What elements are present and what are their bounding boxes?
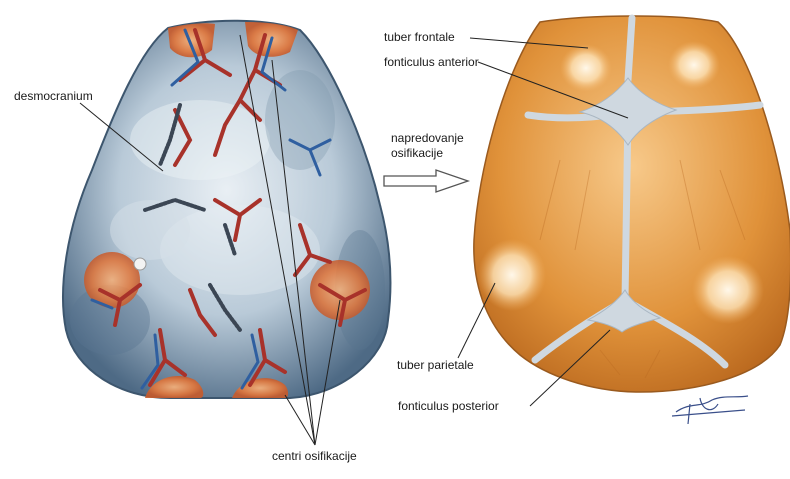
ossified-skull (474, 16, 790, 392)
tuber-frontale-right (668, 41, 720, 89)
label-fonticulus-anterior: fonticulus anterior (384, 55, 479, 70)
label-tuber-parietale: tuber parietale (397, 358, 474, 373)
label-fonticulus-posterior: fonticulus posterior (398, 399, 499, 414)
ossification-center-frontal-left (168, 23, 215, 57)
signature-icon (672, 396, 748, 424)
label-osifikacije: osifikacije (391, 146, 443, 161)
label-centri-osifikacije: centri osifikacije (272, 449, 357, 464)
label-tuber-frontale: tuber frontale (384, 30, 455, 45)
desmocranium-skull (63, 21, 390, 398)
tuber-frontale-left (560, 44, 612, 92)
label-napredovanje: napredovanje (391, 131, 464, 146)
tuber-parietale-right (692, 256, 764, 324)
tuber-parietale-left (478, 239, 546, 311)
label-desmocranium: desmocranium (14, 89, 93, 104)
progression-arrow-icon (384, 170, 468, 192)
